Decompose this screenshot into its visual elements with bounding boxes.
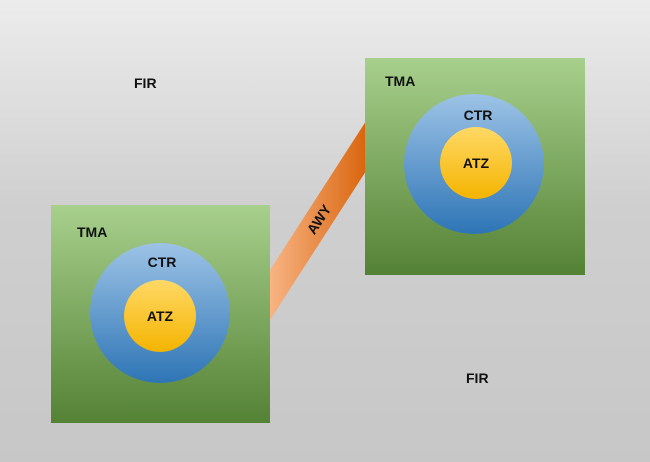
fir-label-top-left: FIR [134, 75, 157, 91]
tma-right-label: TMA [385, 73, 415, 89]
ctr-right-label: CTR [464, 107, 493, 123]
atz-right-area [440, 127, 512, 199]
fir-label-bottom-right: FIR [466, 370, 489, 386]
tma-left-label: TMA [77, 224, 107, 240]
zone-right: TMA CTR ATZ [365, 58, 585, 275]
awy-corridor: AWY [270, 118, 368, 320]
atz-left-area [124, 280, 196, 352]
atz-left-label: ATZ [147, 308, 174, 324]
zone-left: TMA CTR ATZ [51, 205, 270, 423]
ctr-left-label: CTR [148, 254, 177, 270]
atz-right-label: ATZ [463, 155, 490, 171]
awy-band [270, 118, 368, 320]
